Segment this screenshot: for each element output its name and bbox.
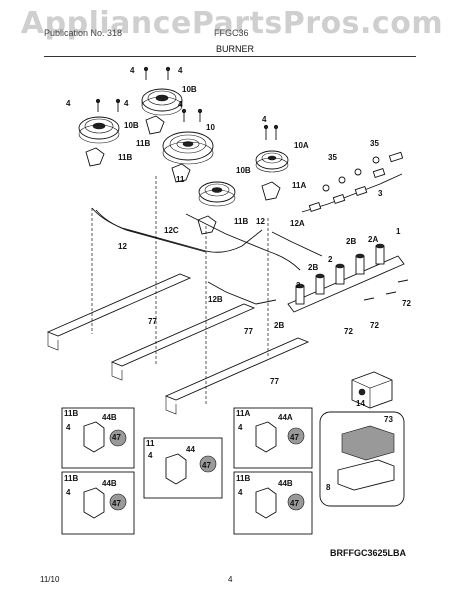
callout-72: 72 [344, 327, 353, 336]
model-number: FFGC36 [214, 28, 249, 38]
detail-box-11a [233, 407, 313, 469]
callout-47: 47 [290, 499, 299, 508]
callout-11b: 11B [64, 474, 78, 483]
ignitor-harness-35 [301, 151, 404, 213]
watermark: AppliancePartsPros.com [20, 6, 444, 41]
publication-number: Publication No. 318 [44, 28, 123, 38]
callout-2b: 2B [346, 237, 356, 246]
callout-11b: 11B [64, 409, 78, 418]
callout-4: 4 [178, 100, 183, 109]
callout-44b: 44B [278, 479, 293, 488]
callout-labels: 4 4 10B 4 4 4 10B 10 11B 11B 4 10A 10B 1… [64, 66, 411, 508]
detail-rounded-harness-box [319, 411, 405, 507]
callout-12a: 12A [290, 219, 305, 228]
callout-4: 4 [66, 99, 71, 108]
callout-11a: 11A [236, 409, 250, 418]
callout-11a: 11A [292, 181, 306, 190]
callout-12b: 12B [208, 295, 223, 304]
callout-2: 2 [296, 281, 301, 290]
callout-44b: 44B [102, 479, 117, 488]
burner-head-10a-right [255, 150, 289, 173]
callout-2b: 2B [274, 321, 284, 330]
page-number: 4 [228, 575, 233, 584]
callout-10b: 10B [182, 85, 197, 94]
callout-44: 44 [186, 445, 195, 454]
callout-35: 35 [370, 139, 379, 148]
callout-4: 4 [238, 423, 243, 432]
callout-4: 4 [66, 423, 71, 432]
callout-44a: 44A [278, 413, 293, 422]
callout-35: 35 [328, 153, 337, 162]
callout-77: 77 [270, 377, 279, 386]
alignment-lines [91, 176, 269, 406]
callout-4: 4 [124, 99, 129, 108]
callout-11b: 11B [236, 474, 250, 483]
callout-77: 77 [244, 327, 253, 336]
callout-4: 4 [148, 451, 153, 460]
callout-11b: 11B [118, 153, 132, 162]
callout-2a: 2A [368, 235, 378, 244]
support-brackets-77 [46, 273, 310, 415]
callout-14: 14 [356, 399, 365, 408]
callout-12c: 12C [164, 226, 179, 235]
burner-head-10b-lower [198, 181, 236, 207]
callout-11: 11 [176, 175, 185, 184]
callout-4: 4 [130, 66, 135, 75]
diagram-code: BRFFGC3625LBA [330, 548, 407, 558]
section-title: BURNER [216, 44, 255, 54]
callout-10b: 10B [236, 166, 251, 175]
callout-10b: 10B [124, 121, 139, 130]
header-divider [44, 56, 416, 57]
detail-box-11 [143, 437, 223, 499]
screws [95, 66, 279, 140]
callout-72: 72 [370, 321, 379, 330]
burner-head-10b-upper [141, 88, 183, 116]
screws-72 [363, 279, 409, 301]
detail-box-11b-bottom-left [61, 471, 135, 535]
footer-date: 11/10 [40, 575, 60, 584]
callout-3: 3 [378, 189, 383, 198]
callout-1: 1 [396, 227, 401, 236]
callout-47: 47 [290, 433, 299, 442]
gas-tubes [91, 207, 323, 305]
callout-2b: 2B [308, 263, 318, 272]
callout-4: 4 [238, 488, 243, 497]
callout-4: 4 [66, 488, 71, 497]
detail-box-11b-top-left [61, 407, 135, 469]
callout-2: 2 [328, 255, 333, 264]
spark-module-14 [351, 371, 393, 409]
callout-12: 12 [256, 217, 265, 226]
callout-4: 4 [178, 66, 183, 75]
callout-47: 47 [202, 461, 211, 470]
callout-10: 10 [206, 123, 215, 132]
detail-box-11b-right [233, 471, 313, 535]
callout-77: 77 [148, 317, 157, 326]
callout-11: 11 [146, 439, 155, 448]
callout-72: 72 [402, 299, 411, 308]
callout-44b: 44B [102, 413, 117, 422]
callout-11b: 11B [136, 139, 150, 148]
burner-head-10-center [162, 131, 214, 165]
callout-8: 8 [326, 483, 331, 492]
callout-47: 47 [112, 499, 121, 508]
manifold-assembly [287, 243, 405, 313]
callout-11b: 11B [234, 217, 248, 226]
callout-10a: 10A [294, 141, 309, 150]
burner-head-10b-left [78, 116, 120, 144]
callout-47: 47 [112, 433, 121, 442]
callout-73: 73 [384, 415, 393, 424]
callout-4: 4 [262, 115, 267, 124]
callout-12: 12 [118, 242, 127, 251]
